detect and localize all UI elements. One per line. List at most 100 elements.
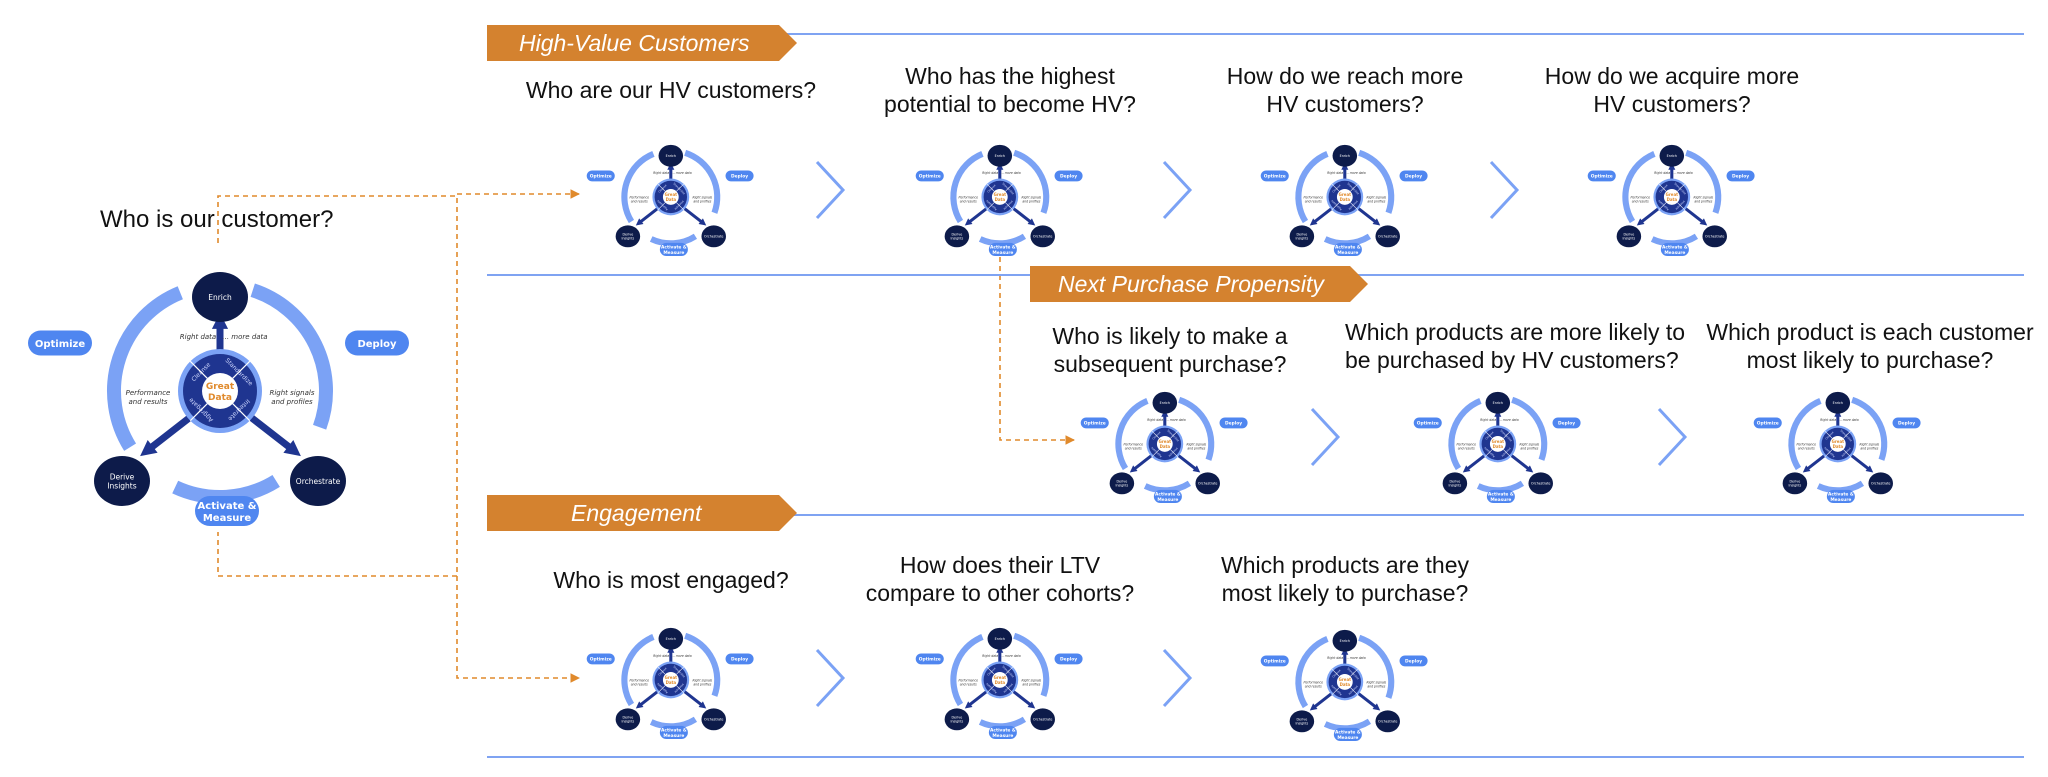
node-enrich	[1659, 144, 1685, 167]
great-data-core	[1156, 436, 1173, 452]
node-orchestrate-label: Orchestrate	[1871, 482, 1890, 486]
pill-optimize	[915, 653, 944, 665]
inner-step-integrate: Integrate	[1002, 200, 1014, 212]
annotation-performance: Performance	[1304, 196, 1324, 200]
ring-segment-bottom	[649, 716, 698, 730]
ring-segment-bottom	[978, 233, 1027, 247]
arrow-to-orchestrate-head	[1865, 465, 1874, 473]
great-data-label: Data	[666, 197, 677, 202]
section-title-npp: Next Purchase Propensity	[1058, 271, 1324, 297]
node-orchestrate	[1030, 708, 1055, 731]
great-data-label: Data	[666, 680, 677, 685]
node-enrich-label: Enrich	[1667, 154, 1677, 158]
node-derive-insights-label: Insights	[1789, 484, 1802, 488]
inner-step-divider	[1503, 449, 1512, 458]
annotation-right-signals: Right signals	[1022, 679, 1042, 683]
pill-optimize-label: Optimize	[590, 657, 612, 663]
hv-diagram-1: CleanseStandardizeIntegrateAggregateGrea…	[586, 144, 754, 257]
node-enrich-label: Enrich	[1833, 401, 1843, 405]
node-orchestrate-label: Orchestrate	[1378, 235, 1397, 239]
annotation-more-data: ... more data	[1166, 418, 1186, 422]
engagement-diagram-3: CleanseStandardizeIntegrateAggregateGrea…	[1260, 629, 1428, 742]
inner-step-divider	[1824, 430, 1833, 439]
annotation-performance: and results	[1798, 447, 1815, 451]
annotation-right-signals: Right signals	[1367, 681, 1387, 685]
annotation-right-data: Right data	[180, 333, 216, 341]
pill-deploy	[1399, 655, 1428, 667]
pill-optimize	[1413, 417, 1442, 429]
annotation-performance: Performance	[1797, 443, 1817, 447]
annotation-performance: Performance	[959, 679, 979, 683]
node-enrich-label: Enrich	[666, 637, 676, 641]
node-derive-insights	[1782, 472, 1808, 495]
arrow-to-orchestrate-head	[1372, 218, 1381, 226]
inner-step-divider	[1677, 183, 1686, 192]
node-orchestrate	[1375, 710, 1400, 733]
inner-step-divider	[1350, 183, 1359, 192]
annotation-performance: and results	[631, 683, 648, 687]
annotation-right-signals: and profiles	[1022, 683, 1040, 687]
node-orchestrate	[701, 225, 726, 248]
pill-optimize-label: Optimize	[1591, 174, 1613, 180]
pill-activate-measure	[1333, 727, 1362, 742]
annotation-performance: Performance	[1631, 196, 1651, 200]
node-enrich	[1825, 391, 1851, 414]
great-data-label: Data	[1833, 444, 1844, 449]
inner-step-divider	[657, 183, 666, 192]
hv-diagram-2: CleanseStandardizeIntegrateAggregateGrea…	[915, 144, 1083, 257]
arrow-to-derive-insights	[1805, 453, 1827, 471]
inner-step-divider	[657, 666, 666, 675]
node-enrich	[1332, 629, 1358, 652]
arrow-to-orchestrate-head	[1525, 465, 1534, 473]
pill-deploy-label: Deploy	[1405, 659, 1422, 665]
pill-optimize	[28, 330, 92, 356]
node-orchestrate-label: Orchestrate	[1033, 718, 1052, 722]
annotation-performance: and results	[960, 683, 977, 687]
arrow-to-orchestrate-head	[698, 218, 707, 226]
pill-activate-measure	[1153, 489, 1182, 504]
arrow-to-derive-insights-head	[140, 440, 158, 457]
annotation-performance: and results	[1305, 200, 1322, 204]
annotation-more-data: ... more data	[222, 333, 267, 341]
annotation-more-data: ... more data	[672, 654, 692, 658]
node-orchestrate-label: Orchestrate	[1705, 235, 1724, 239]
pill-deploy	[1726, 170, 1755, 182]
arrow-to-orchestrate	[1849, 453, 1871, 471]
node-derive-insights-label: Insights	[1296, 722, 1309, 726]
ring-segment-left	[621, 634, 655, 707]
node-enrich	[987, 144, 1013, 167]
hv-diagram-3: CleanseStandardizeIntegrateAggregateGrea…	[1260, 144, 1428, 257]
arrow-to-orchestrate	[1356, 691, 1378, 709]
node-derive-insights-label: Insights	[1623, 237, 1636, 241]
annotation-right-signals: and profiles	[693, 200, 711, 204]
main-cycle-diagram: CleanseStandardizeIntegrateAggregateGrea…	[28, 272, 409, 526]
great-data-label: Great	[1339, 192, 1352, 197]
node-enrich-label: Enrich	[1340, 154, 1350, 158]
annotation-right-data: Right data	[1480, 418, 1496, 422]
arrow-to-derive-insights	[1132, 453, 1154, 471]
arrow-to-orchestrate-head	[1699, 218, 1708, 226]
node-derive-insights-label: Insights	[1449, 484, 1462, 488]
node-enrich	[1485, 391, 1511, 414]
inner-step-divider	[986, 685, 995, 694]
pill-deploy	[1399, 170, 1428, 182]
arrow-to-derive-insights-head	[1462, 465, 1471, 473]
node-orchestrate-label: Orchestrate	[1033, 235, 1052, 239]
pill-activate-measure-label: Measure	[1490, 497, 1511, 503]
annotation-right-data: Right data	[1327, 171, 1343, 175]
arrow-to-derive-insights-head	[964, 218, 973, 226]
annotation-right-data: Right data	[982, 654, 998, 658]
inner-step-divider	[676, 202, 685, 211]
inner-step-divider	[1350, 668, 1359, 677]
inner-step-divider	[1151, 449, 1160, 458]
annotation-right-data: Right data	[1820, 418, 1836, 422]
annotation-right-data: Right data	[653, 171, 669, 175]
ring-segment-bottom	[649, 233, 698, 247]
node-derive-insights	[944, 225, 970, 248]
node-enrich	[658, 144, 684, 167]
node-derive-insights	[1289, 710, 1315, 733]
inner-step-divider	[1005, 183, 1014, 192]
hv-question-1: Who are our HV customers?	[525, 77, 817, 103]
annotation-right-data: Right data	[1654, 171, 1670, 175]
